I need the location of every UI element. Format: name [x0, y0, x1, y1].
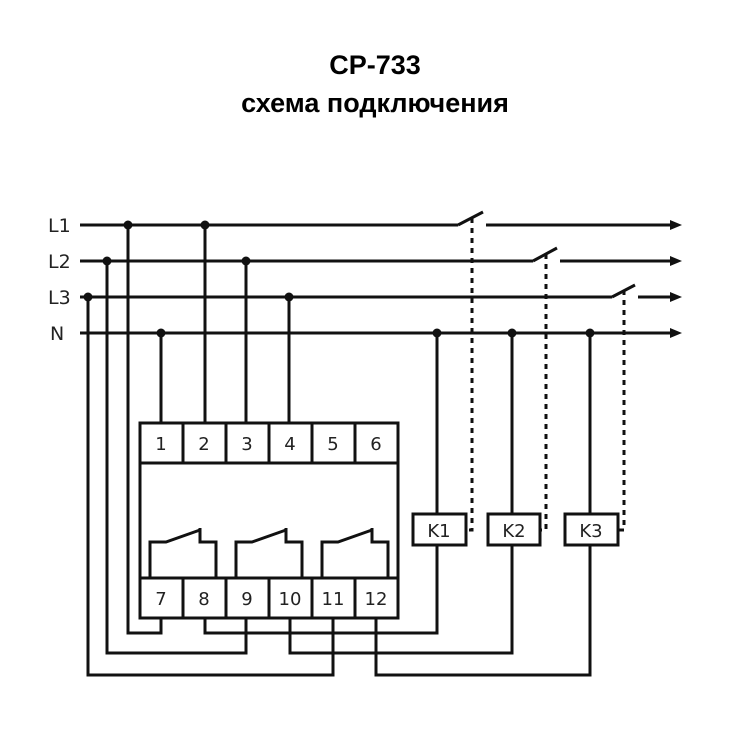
terminal-10: 10: [279, 589, 302, 610]
arrow-icon: [670, 328, 682, 338]
terminal-5: 5: [327, 434, 338, 455]
terminal-12: 12: [365, 589, 388, 610]
diagram-subtitle: схема подключения: [241, 88, 509, 118]
arrow-icon: [670, 256, 682, 266]
contactor-k2: [486, 512, 542, 547]
label-l2: L2: [48, 251, 71, 273]
terminal-7: 7: [155, 589, 166, 610]
terminal-6: 6: [370, 434, 381, 455]
link-k1: [466, 218, 474, 532]
arrow-icon: [670, 220, 682, 230]
link-k3: [618, 290, 626, 532]
link-k2: [540, 254, 548, 532]
arrow-icon: [670, 292, 682, 302]
label-l1: L1: [48, 215, 71, 237]
terminal-2: 2: [198, 434, 209, 455]
contactor-k1: [411, 512, 468, 547]
label-n: N: [50, 323, 64, 345]
terminal-4: 4: [284, 434, 295, 455]
contact-1: [148, 528, 218, 578]
terminal-9: 9: [241, 589, 252, 610]
contactor-k1-label: K1: [427, 521, 450, 542]
label-l3: L3: [48, 287, 71, 309]
contactor-k3: [563, 512, 620, 547]
contactor-k2-label: K2: [502, 521, 525, 542]
terminal-11: 11: [322, 589, 345, 610]
diagram-title: CP-733: [329, 50, 421, 80]
contact-2: [234, 528, 304, 578]
terminal-1: 1: [155, 434, 166, 455]
contactor-k3-label: K3: [579, 521, 602, 542]
terminal-3: 3: [241, 434, 252, 455]
terminal-8: 8: [198, 589, 209, 610]
contact-3: [320, 528, 390, 578]
